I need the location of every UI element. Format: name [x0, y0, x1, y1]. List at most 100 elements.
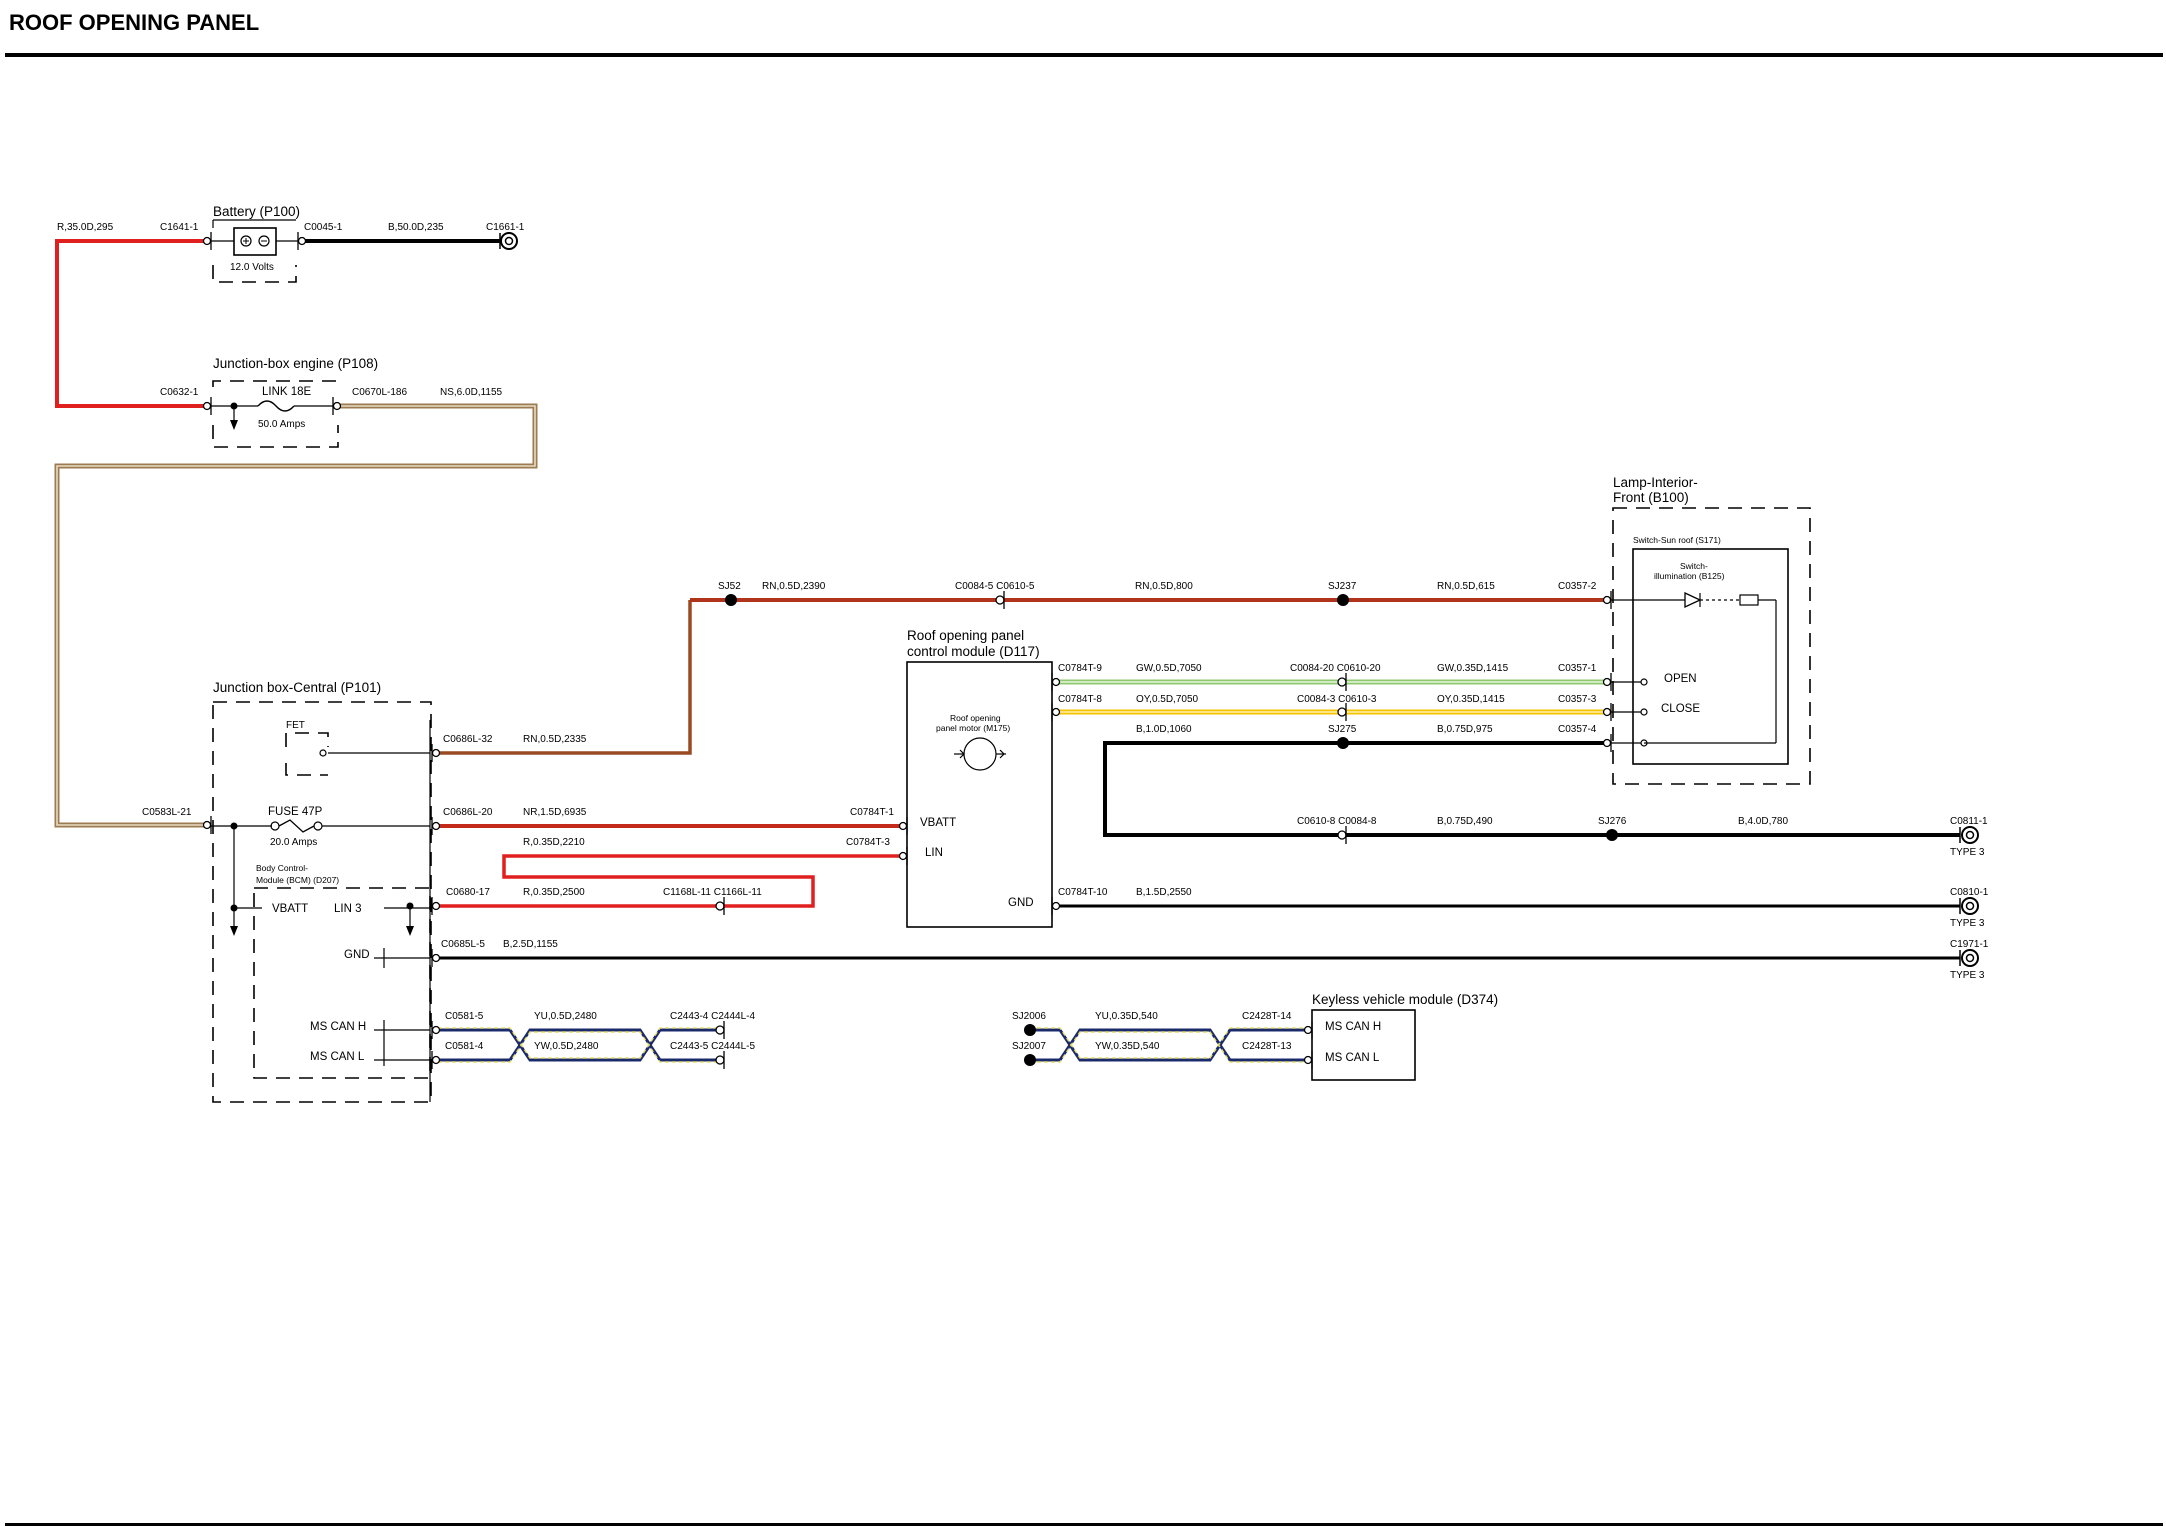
conn-c0811-type: TYPE 3	[1950, 847, 1985, 858]
illumination-name-line1: Switch-	[1680, 561, 1708, 571]
wire-label-b2550: B,1.5D,2550	[1136, 887, 1192, 898]
wire-label-b1060: B,1.0D,1060	[1136, 724, 1192, 735]
motor-name-line2: panel motor (M175)	[936, 723, 1010, 733]
bcm-vbatt: VBATT	[272, 903, 308, 915]
can-pair-bcm	[438, 1027, 720, 1063]
bcm-mscanl: MS CAN L	[310, 1051, 365, 1063]
splice-sj276: SJ276	[1598, 816, 1627, 827]
jb-engine-link: LINK 18E	[262, 386, 312, 398]
conn-c0670: C0670L-186	[352, 387, 407, 398]
wire-label-yw540: YW,0.35D,540	[1095, 1041, 1160, 1052]
conn-c0810-type: TYPE 3	[1950, 918, 1985, 929]
conn-c1168: C1168L-11 C1166L-11	[663, 887, 762, 898]
fuse-label: FUSE 47P	[268, 806, 323, 818]
connector-pins	[202, 232, 1612, 1069]
conn-c1971: C1971-1	[1950, 939, 1989, 950]
wire-label-b50: B,50.0D,235	[388, 222, 444, 233]
roof-control-module	[906, 661, 1053, 928]
splice-sj237: SJ237	[1328, 581, 1357, 592]
conn-c1641: C1641-1	[160, 222, 199, 233]
wire-rn2335	[438, 600, 692, 755]
conn-c0357-3: C0357-3	[1558, 694, 1597, 705]
wire-label-b780: B,4.0D,780	[1738, 816, 1788, 827]
conn-c2428-13: C2428T-13	[1242, 1041, 1292, 1052]
junction-box-engine	[204, 380, 340, 448]
wire-label-rn615: RN,0.5D,615	[1437, 581, 1495, 592]
ropcm-lin: LIN	[925, 847, 943, 859]
keyless-module	[1311, 1009, 1416, 1081]
wire-label-yu540: YU,0.35D,540	[1095, 1011, 1158, 1022]
conn-c0610-8: C0610-8 C0084-8	[1297, 816, 1377, 827]
wire-r2210	[502, 854, 903, 908]
ground-eyelets	[499, 232, 1979, 967]
conn-c0357-4: C0357-4	[1558, 724, 1597, 735]
conn-c0784-1: C0784T-1	[850, 807, 894, 818]
wire-label-r2210: R,0.35D,2210	[523, 837, 585, 848]
wire-label-oy7050: OY,0.5D,7050	[1136, 694, 1199, 705]
ropcm-name-line2: control module (D117)	[907, 644, 1040, 659]
wire-label-yu2480: YU,0.5D,2480	[534, 1011, 597, 1022]
wire-label-gw7050: GW,0.5D,7050	[1136, 663, 1202, 674]
wire-ns-inner	[56, 405, 536, 826]
battery-rating: 12.0 Volts	[230, 262, 274, 273]
conn-c0784-9: C0784T-9	[1058, 663, 1102, 674]
wire-label-ns: NS,6.0D,1155	[440, 387, 503, 398]
conn-c2428-14: C2428T-14	[1242, 1011, 1292, 1022]
conn-c0581-4: C0581-4	[445, 1041, 484, 1052]
conn-c0784-3: C0784T-3	[846, 837, 890, 848]
lamp-interior-front	[1605, 507, 1811, 785]
keyless-mscanl: MS CAN L	[1325, 1052, 1380, 1064]
conn-c1661: C1661-1	[486, 222, 525, 233]
conn-c0680: C0680-17	[446, 887, 490, 898]
conn-c0632: C0632-1	[160, 387, 199, 398]
can-pair-keyless	[1030, 1027, 1310, 1063]
conn-c0045: C0045-1	[304, 222, 343, 233]
conn-c0686-32: C0686L-32	[443, 734, 493, 745]
fet-label: FET	[286, 720, 305, 731]
switch-open: OPEN	[1664, 673, 1697, 685]
ropcm-vbatt: VBATT	[920, 817, 956, 829]
wire-label-rn2390: RN,0.5D,2390	[762, 581, 826, 592]
conn-c0784-8: C0784T-8	[1058, 694, 1102, 705]
jb-central-name: Junction box-Central (P101)	[213, 680, 381, 695]
conn-c0084-20: C0084-20 C0610-20	[1290, 663, 1381, 674]
conn-c0581-5: C0581-5	[445, 1011, 484, 1022]
wire-label-b25: B,2.5D,1155	[503, 939, 558, 950]
conn-c0357-1: C0357-1	[1558, 663, 1597, 674]
battery	[204, 219, 305, 283]
conn-c0811: C0811-1	[1950, 816, 1988, 827]
switch-close: CLOSE	[1661, 703, 1700, 715]
conn-c0084-5: C0084-5 C0610-5	[955, 581, 1035, 592]
splice-sj52: SJ52	[718, 581, 741, 592]
conn-c0084-3: C0084-3 C0610-3	[1297, 694, 1377, 705]
sunroof-switch-name: Switch-Sun roof (S171)	[1633, 535, 1721, 545]
motor-name-line1: Roof opening	[950, 713, 1001, 723]
splice-sj2006: SJ2006	[1012, 1011, 1046, 1022]
bcm-lin3: LIN 3	[334, 903, 362, 915]
keyless-name: Keyless vehicle module (D374)	[1312, 992, 1498, 1007]
bcm-gnd: GND	[344, 949, 370, 961]
jb-engine-name: Junction-box engine (P108)	[213, 356, 378, 371]
conn-c2443-4: C2443-4 C2444L-4	[670, 1011, 755, 1022]
wire-b975	[1103, 741, 1960, 837]
conn-c1971-type: TYPE 3	[1950, 970, 1985, 981]
lamp-name-line2: Front (B100)	[1613, 490, 1689, 505]
conn-c0686-20: C0686L-20	[443, 807, 493, 818]
conn-c2443-5: C2443-5 C2444L-5	[670, 1041, 755, 1052]
wire-label-r35: R,35.0D,295	[57, 222, 114, 233]
bcm-name-line1: Body Control-	[256, 863, 308, 873]
conn-c0685: C0685L-5	[441, 939, 485, 950]
wire-label-b975: B,0.75D,975	[1437, 724, 1493, 735]
wire-label-r2500: R,0.35D,2500	[523, 887, 585, 898]
wire-r35	[55, 239, 204, 406]
wire-ns-outer	[54, 403, 538, 828]
wire-r35-to-jbe	[55, 360, 204, 408]
wire-label-nr: NR,1.5D,6935	[523, 807, 587, 818]
wire-label-rn800: RN,0.5D,800	[1135, 581, 1193, 592]
junction-box-central	[204, 701, 432, 1103]
conn-c0784-10: C0784T-10	[1058, 887, 1108, 898]
battery-name: Battery (P100)	[213, 204, 300, 219]
conn-c0583: C0583L-21	[142, 807, 192, 818]
keyless-mscanh: MS CAN H	[1325, 1021, 1381, 1033]
